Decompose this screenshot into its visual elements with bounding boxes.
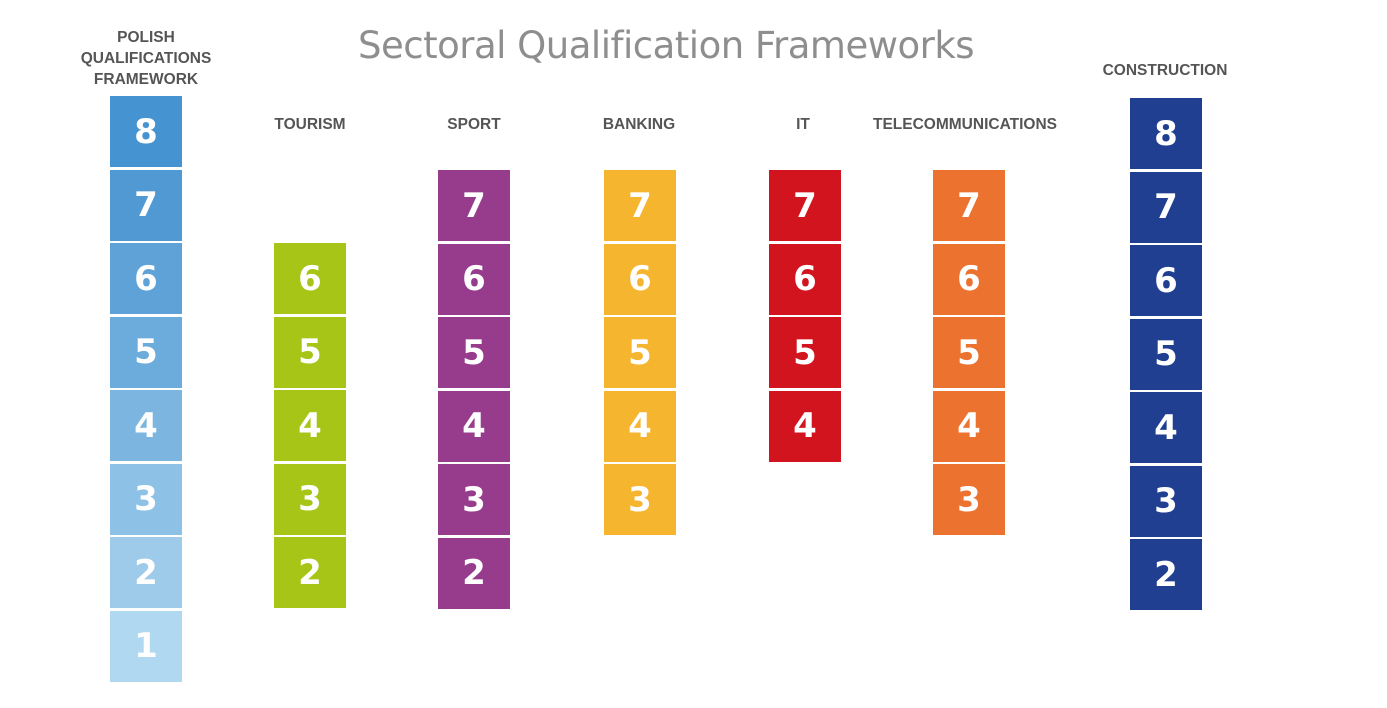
- level-cell: 6: [438, 243, 510, 315]
- level-cell: 6: [769, 243, 841, 315]
- level-cell: 3: [274, 463, 346, 535]
- column-label-sport: SPORT: [447, 116, 501, 133]
- column-label-telecommunications: TELECOMMUNICATIONS: [873, 116, 1057, 133]
- level-cell: 3: [1130, 465, 1202, 537]
- level-cell: 5: [110, 316, 182, 388]
- level-cell: 6: [1130, 245, 1202, 316]
- level-cell: 5: [933, 317, 1005, 388]
- level-cell: 7: [933, 170, 1005, 241]
- level-cell: 2: [438, 537, 510, 609]
- level-cell: 5: [604, 317, 676, 388]
- level-cell: 6: [274, 243, 346, 314]
- level-cell: 7: [110, 169, 182, 241]
- level-cell: 7: [769, 170, 841, 241]
- level-cell: 4: [274, 390, 346, 461]
- level-cell: 4: [933, 390, 1005, 462]
- level-cell: 4: [769, 390, 841, 462]
- column-label-construction: CONSTRUCTION: [1102, 62, 1228, 79]
- level-cell: 7: [438, 170, 510, 241]
- column-label-pqf: POLISH QUALIFICATIONS FRAMEWORK: [80, 29, 212, 88]
- column-label-banking: BANKING: [602, 116, 676, 133]
- level-cell: 5: [769, 317, 841, 388]
- level-cell: 6: [110, 243, 182, 314]
- level-cell: 7: [1130, 171, 1202, 243]
- level-cell: 4: [110, 390, 182, 461]
- level-cell: 5: [1130, 318, 1202, 390]
- level-cell: 7: [604, 170, 676, 241]
- level-cell: 6: [933, 243, 1005, 315]
- diagram-title: Sectoral Qualification Frameworks: [358, 24, 975, 67]
- level-cell: 4: [604, 390, 676, 462]
- level-cell: 8: [1130, 98, 1202, 169]
- level-cell: 5: [274, 316, 346, 388]
- column-label-it: IT: [796, 116, 810, 133]
- level-cell: 6: [604, 243, 676, 315]
- level-cell: 2: [110, 537, 182, 608]
- level-cell: 5: [438, 317, 510, 388]
- level-cell: 2: [274, 537, 346, 608]
- level-cell: 1: [110, 610, 182, 682]
- level-cell: 4: [438, 390, 510, 462]
- column-label-tourism: TOURISM: [274, 116, 346, 133]
- level-cell: 3: [604, 464, 676, 535]
- level-cell: 8: [110, 96, 182, 167]
- level-cell: 3: [110, 463, 182, 535]
- level-cell: 2: [1130, 539, 1202, 610]
- level-cell: 3: [933, 464, 1005, 535]
- level-cell: 4: [1130, 392, 1202, 463]
- level-cell: 3: [438, 464, 510, 535]
